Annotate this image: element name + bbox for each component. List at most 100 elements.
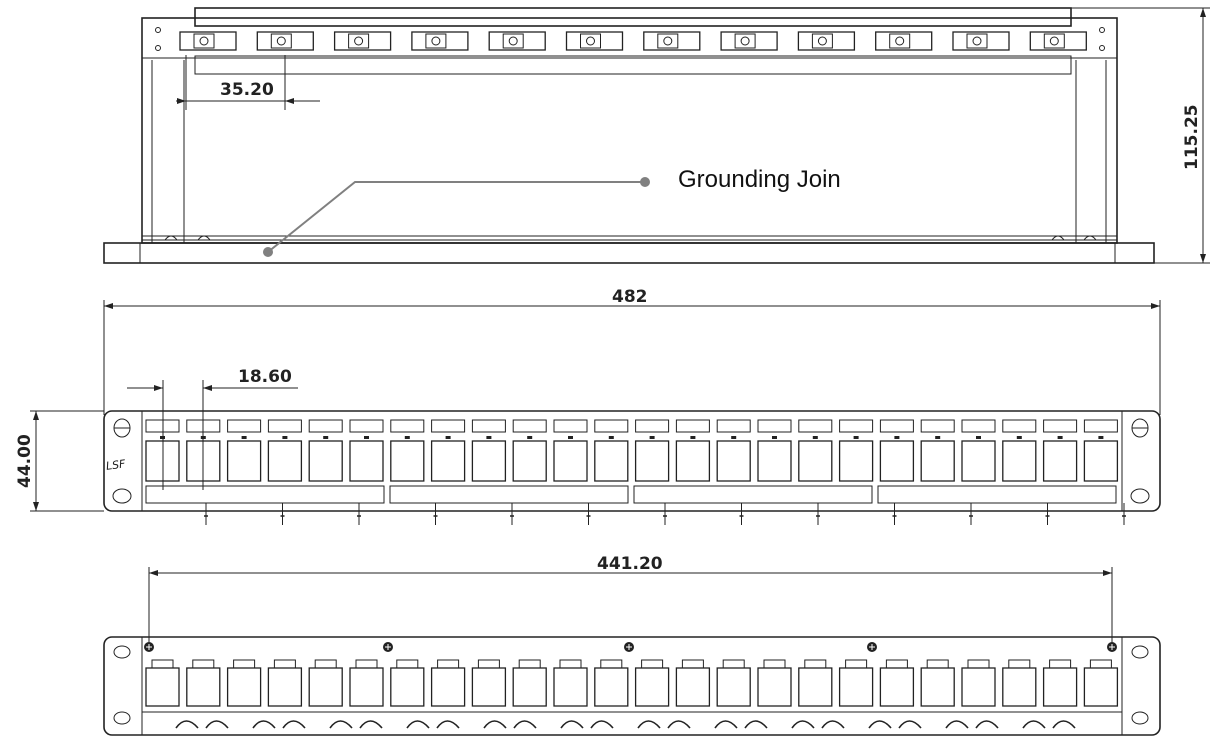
mount-pin (510, 503, 514, 525)
mount-pin (892, 503, 897, 525)
cable-clip (791, 720, 845, 729)
front-port (634, 419, 670, 482)
front-port (390, 419, 425, 482)
keystone-slot (1029, 31, 1087, 51)
screw-icon (867, 642, 877, 652)
front-port (920, 419, 955, 482)
front-port (757, 419, 792, 482)
front-port (716, 419, 751, 482)
rear-port (471, 659, 507, 707)
rear-port (145, 659, 180, 707)
rear-port (390, 659, 425, 707)
front-port (226, 419, 262, 482)
screw-icon (1107, 642, 1117, 652)
top-view-slot-row (179, 31, 1087, 51)
cable-clip (945, 720, 999, 729)
keystone-slot (797, 31, 856, 51)
rear-port (961, 659, 996, 707)
dimension-overall-height-label: 115.25 (1182, 104, 1202, 170)
keystone-slot (952, 31, 1010, 51)
rear-view-clip-row (175, 720, 1076, 729)
keystone-slot (179, 31, 237, 51)
grounding-callout: Grounding Join (263, 166, 841, 257)
rear-port (879, 659, 915, 707)
front-port (512, 419, 547, 482)
mount-pin (1045, 503, 1050, 525)
keystone-slot (875, 31, 933, 51)
front-port (267, 419, 303, 482)
top-view-base-plate (103, 242, 1155, 264)
cable-clip (175, 720, 229, 729)
keystone-slot (643, 31, 701, 51)
cable-clip (637, 720, 691, 729)
rear-port (1042, 659, 1078, 707)
grounding-callout-label: Grounding Join (678, 166, 841, 193)
rear-port (838, 659, 874, 707)
keystone-slot (411, 31, 469, 51)
mount-pin (969, 503, 973, 525)
cable-clip (329, 720, 383, 729)
rear-port (349, 659, 384, 707)
front-port (471, 419, 507, 482)
mount-pin (816, 503, 820, 525)
front-port (1083, 419, 1119, 482)
cable-clip (868, 720, 922, 729)
rear-port (553, 659, 588, 707)
mount-pin (357, 503, 361, 525)
dimension-mount-spacing-label: 441.20 (597, 554, 663, 574)
rear-port (920, 659, 955, 707)
rear-view (103, 636, 1161, 736)
brand-mark: LSF (105, 457, 127, 473)
rear-port (267, 659, 303, 707)
front-port (594, 419, 629, 482)
rear-view-panel (103, 636, 1161, 736)
front-port (798, 419, 833, 482)
rear-view-port-row (145, 659, 1119, 707)
front-port (675, 419, 711, 482)
cable-clip (560, 720, 614, 729)
front-port (145, 419, 180, 482)
top-rail (194, 7, 1072, 27)
keystone-slot (256, 31, 314, 51)
dimension-overall-height: 115.25 (1071, 7, 1210, 264)
dimension-port-pitch-front: 18.60 (127, 367, 298, 490)
mount-pin (204, 503, 208, 525)
cable-clip (714, 720, 768, 729)
rear-port (186, 659, 221, 707)
front-view-pin-row (204, 503, 1126, 525)
top-view (103, 7, 1155, 264)
front-port (838, 419, 874, 482)
mount-pin (433, 503, 438, 525)
dimension-overall-width-label: 482 (612, 287, 648, 307)
mount-pin (280, 503, 285, 525)
dimension-panel-height: 44.00 (15, 410, 104, 512)
front-view-port-row (145, 419, 1119, 482)
dimension-mount-spacing: 441.20 (148, 554, 1113, 645)
rear-port (1083, 659, 1119, 707)
keystone-slot (565, 31, 624, 51)
front-view-panel (103, 410, 1161, 512)
top-view-frame (141, 17, 1118, 244)
rear-port (512, 659, 547, 707)
rear-port (757, 659, 792, 707)
mount-pin (1122, 503, 1126, 525)
cable-clip (252, 720, 306, 729)
rear-port (226, 659, 262, 707)
dimension-port-pitch-front-label: 18.60 (238, 367, 292, 387)
dimension-port-pitch-top-label: 35.20 (220, 80, 274, 100)
keystone-slot (720, 31, 778, 51)
front-port (553, 419, 588, 482)
cable-clip (1022, 720, 1076, 729)
front-port (1042, 419, 1078, 482)
dimension-panel-height-label: 44.00 (15, 434, 35, 488)
rear-port (308, 659, 343, 707)
screw-icon (383, 642, 393, 652)
rear-port (1002, 659, 1037, 707)
cable-clip (483, 720, 537, 729)
front-port (186, 419, 221, 482)
front-port (961, 419, 996, 482)
front-port (308, 419, 343, 482)
front-view: LSF (103, 410, 1161, 525)
mount-pin (739, 503, 744, 525)
